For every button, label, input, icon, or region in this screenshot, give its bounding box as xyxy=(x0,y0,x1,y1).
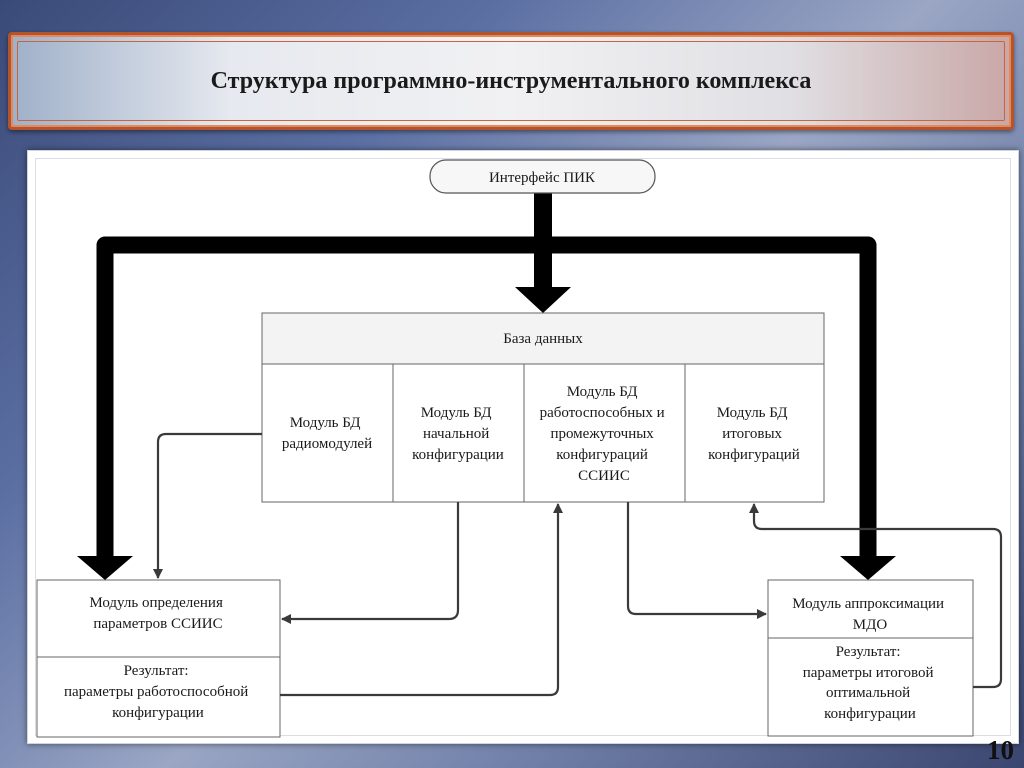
thick-arrow-right-head xyxy=(840,556,896,580)
left-module: Модуль определения параметров ССИИС Резу… xyxy=(36,579,281,738)
db-module-box-final xyxy=(684,363,825,503)
right-module-title-line2: МДО xyxy=(853,617,888,633)
left-module-title-line2: параметров ССИИС xyxy=(93,616,222,632)
right-module-result-line2: параметры итоговой xyxy=(803,665,934,681)
left-module-title-line1: Модуль определения xyxy=(89,595,223,611)
connector-working-to-right-module xyxy=(626,502,767,619)
db-module-working-line4: конфигураций xyxy=(556,447,648,463)
database-block: База данных Модуль БД радиомодулей Модул… xyxy=(261,312,825,503)
left-module-result-box xyxy=(36,656,281,738)
connector-initial-to-left-module xyxy=(281,502,460,624)
right-module-result-box xyxy=(767,637,974,737)
left-module-title: Модуль определения параметров ССИИС xyxy=(89,595,226,632)
title-bar: Структура программно-инструментального к… xyxy=(8,32,1014,130)
right-module-result: Результат: параметры итоговой оптимально… xyxy=(803,644,937,722)
left-module-result: Результат: параметры работоспособной кон… xyxy=(64,663,252,721)
db-module-final-line2: итоговых xyxy=(722,426,782,442)
db-module-final: Модуль БД итоговых конфигураций xyxy=(708,405,800,463)
interface-label: Интерфейс ПИК xyxy=(489,170,596,186)
db-module-box-working xyxy=(523,363,686,503)
thick-arrow-left-head xyxy=(77,556,133,580)
thick-arrow-top-head xyxy=(515,287,571,313)
database-header-box xyxy=(261,312,825,365)
db-module-final-line1: Модуль БД xyxy=(717,405,788,421)
left-module-result-line1: Результат: xyxy=(124,663,189,679)
db-module-initial-line1: Модуль БД xyxy=(421,405,492,421)
connector-right-result-to-final xyxy=(749,503,1003,689)
panel-frame xyxy=(35,158,1011,736)
db-module-working-line5: ССИИС xyxy=(578,468,630,484)
thin-connectors xyxy=(153,432,1003,697)
right-module-result-line4: конфигурации xyxy=(824,706,916,722)
thick-arrow-left-loop xyxy=(96,236,543,558)
db-module-working: Модуль БД работоспособных и промежуточны… xyxy=(540,384,669,484)
db-module-working-line3: промежуточных xyxy=(550,426,654,442)
interface-node: Интерфейс ПИК xyxy=(429,159,656,194)
right-module-result-line3: оптимальной xyxy=(826,685,910,701)
thick-arrows xyxy=(77,193,896,580)
left-module-result-line3: конфигурации xyxy=(112,705,204,721)
db-module-box-radio xyxy=(261,363,394,503)
db-module-radio-line2: радиомодулей xyxy=(282,436,372,452)
db-module-radio-line1: Модуль БД xyxy=(290,415,361,431)
db-module-final-line3: конфигураций xyxy=(708,447,800,463)
db-module-initial-line2: начальной xyxy=(423,426,489,442)
thick-arrow-right-loop xyxy=(543,236,877,558)
page-number: 10 xyxy=(987,735,1014,765)
db-module-initial: Модуль БД начальной конфигурации xyxy=(412,405,504,463)
connector-left-result-to-working xyxy=(280,503,563,697)
right-module-title: Модуль аппроксимации МДО xyxy=(792,596,948,633)
connector-radio-to-left-module xyxy=(153,432,262,579)
right-module: Модуль аппроксимации МДО Результат: пара… xyxy=(767,579,974,737)
left-module-result-line2: параметры работоспособной xyxy=(64,684,248,700)
right-module-title-line1: Модуль аппроксимации xyxy=(792,596,944,612)
db-module-box-initial xyxy=(392,363,525,503)
database-header: База данных xyxy=(503,331,583,347)
db-module-working-line1: Модуль БД xyxy=(567,384,638,400)
left-module-title-box xyxy=(36,579,281,658)
db-module-working-line2: работоспособных и xyxy=(540,405,665,421)
db-module-initial-line3: конфигурации xyxy=(412,447,504,463)
right-module-result-line1: Результат: xyxy=(836,644,901,660)
right-module-title-box xyxy=(767,579,974,639)
db-module-radio: Модуль БД радиомодулей xyxy=(282,415,372,452)
